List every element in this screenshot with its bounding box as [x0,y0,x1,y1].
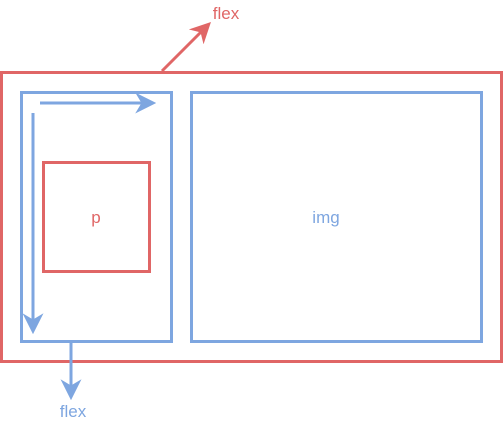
inner-flex-label: flex [59,402,87,421]
outer-flex-container [0,71,503,363]
p-label: p [91,208,101,227]
img-box [190,91,483,343]
outer-flex-label: flex [212,4,240,23]
img-label: img [312,208,340,227]
p-box [42,161,151,273]
outer-flex-arrow-icon [160,22,211,73]
inner-flex-container [20,91,173,343]
